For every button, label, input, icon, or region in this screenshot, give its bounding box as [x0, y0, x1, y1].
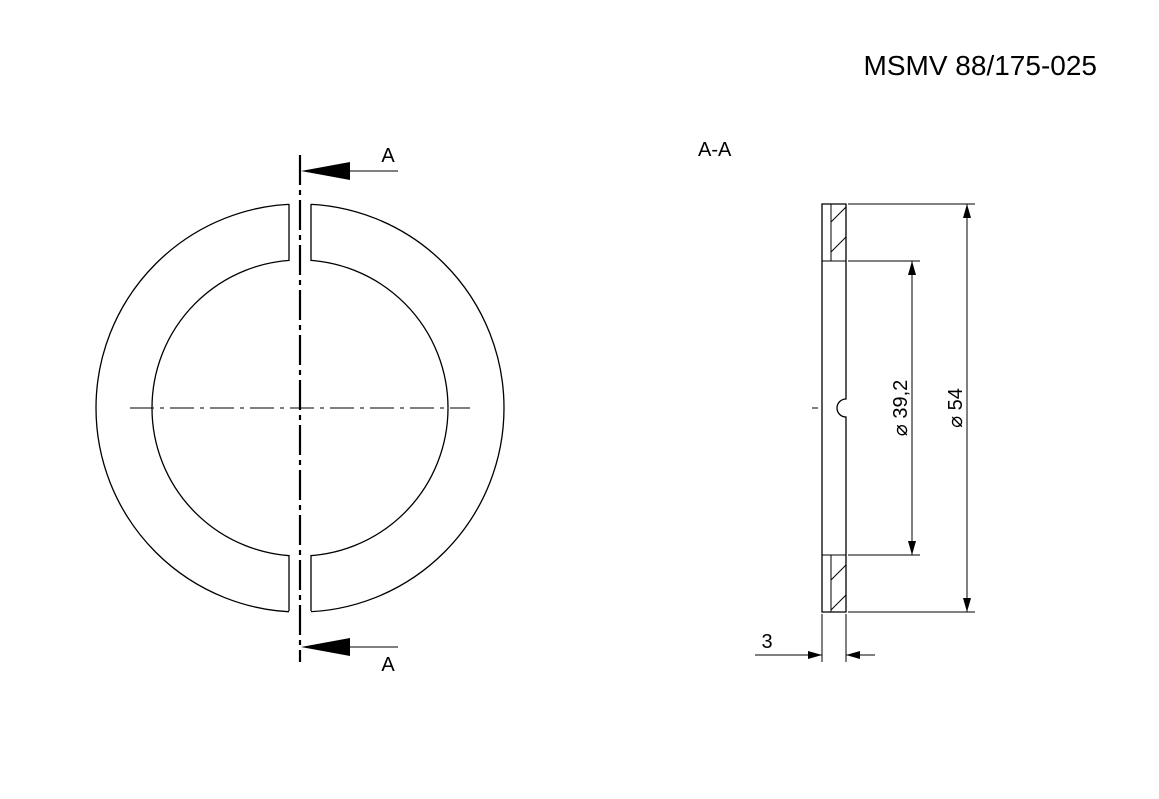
- inner-diameter-value: 39,2: [890, 380, 912, 419]
- thickness-value: 3: [761, 631, 772, 653]
- svg-text:⌀ 39,2: ⌀ 39,2: [890, 380, 912, 437]
- section-mark-bottom: A: [381, 654, 395, 676]
- part-number: MSMV 88/175-025: [864, 50, 1097, 81]
- diameter-symbol-inner: ⌀: [890, 424, 912, 436]
- section-view: [812, 203, 847, 613]
- thickness-dimension: 3: [755, 614, 875, 662]
- section-mark-top: A: [381, 145, 395, 167]
- bottom-slot: [288, 555, 312, 611]
- section-arrow-top: [301, 162, 398, 180]
- outer-diameter-dimension: ⌀ 54: [848, 203, 975, 613]
- section-view-title: A-A: [698, 139, 732, 161]
- top-slot: [288, 204, 312, 261]
- diameter-symbol-outer: ⌀: [945, 416, 967, 428]
- section-arrow-bottom: [301, 638, 398, 656]
- outer-diameter-value: 54: [945, 388, 967, 410]
- svg-text:⌀ 54: ⌀ 54: [945, 388, 967, 428]
- inner-diameter-dimension: ⌀ 39,2: [848, 260, 920, 556]
- front-view: A A: [95, 145, 505, 676]
